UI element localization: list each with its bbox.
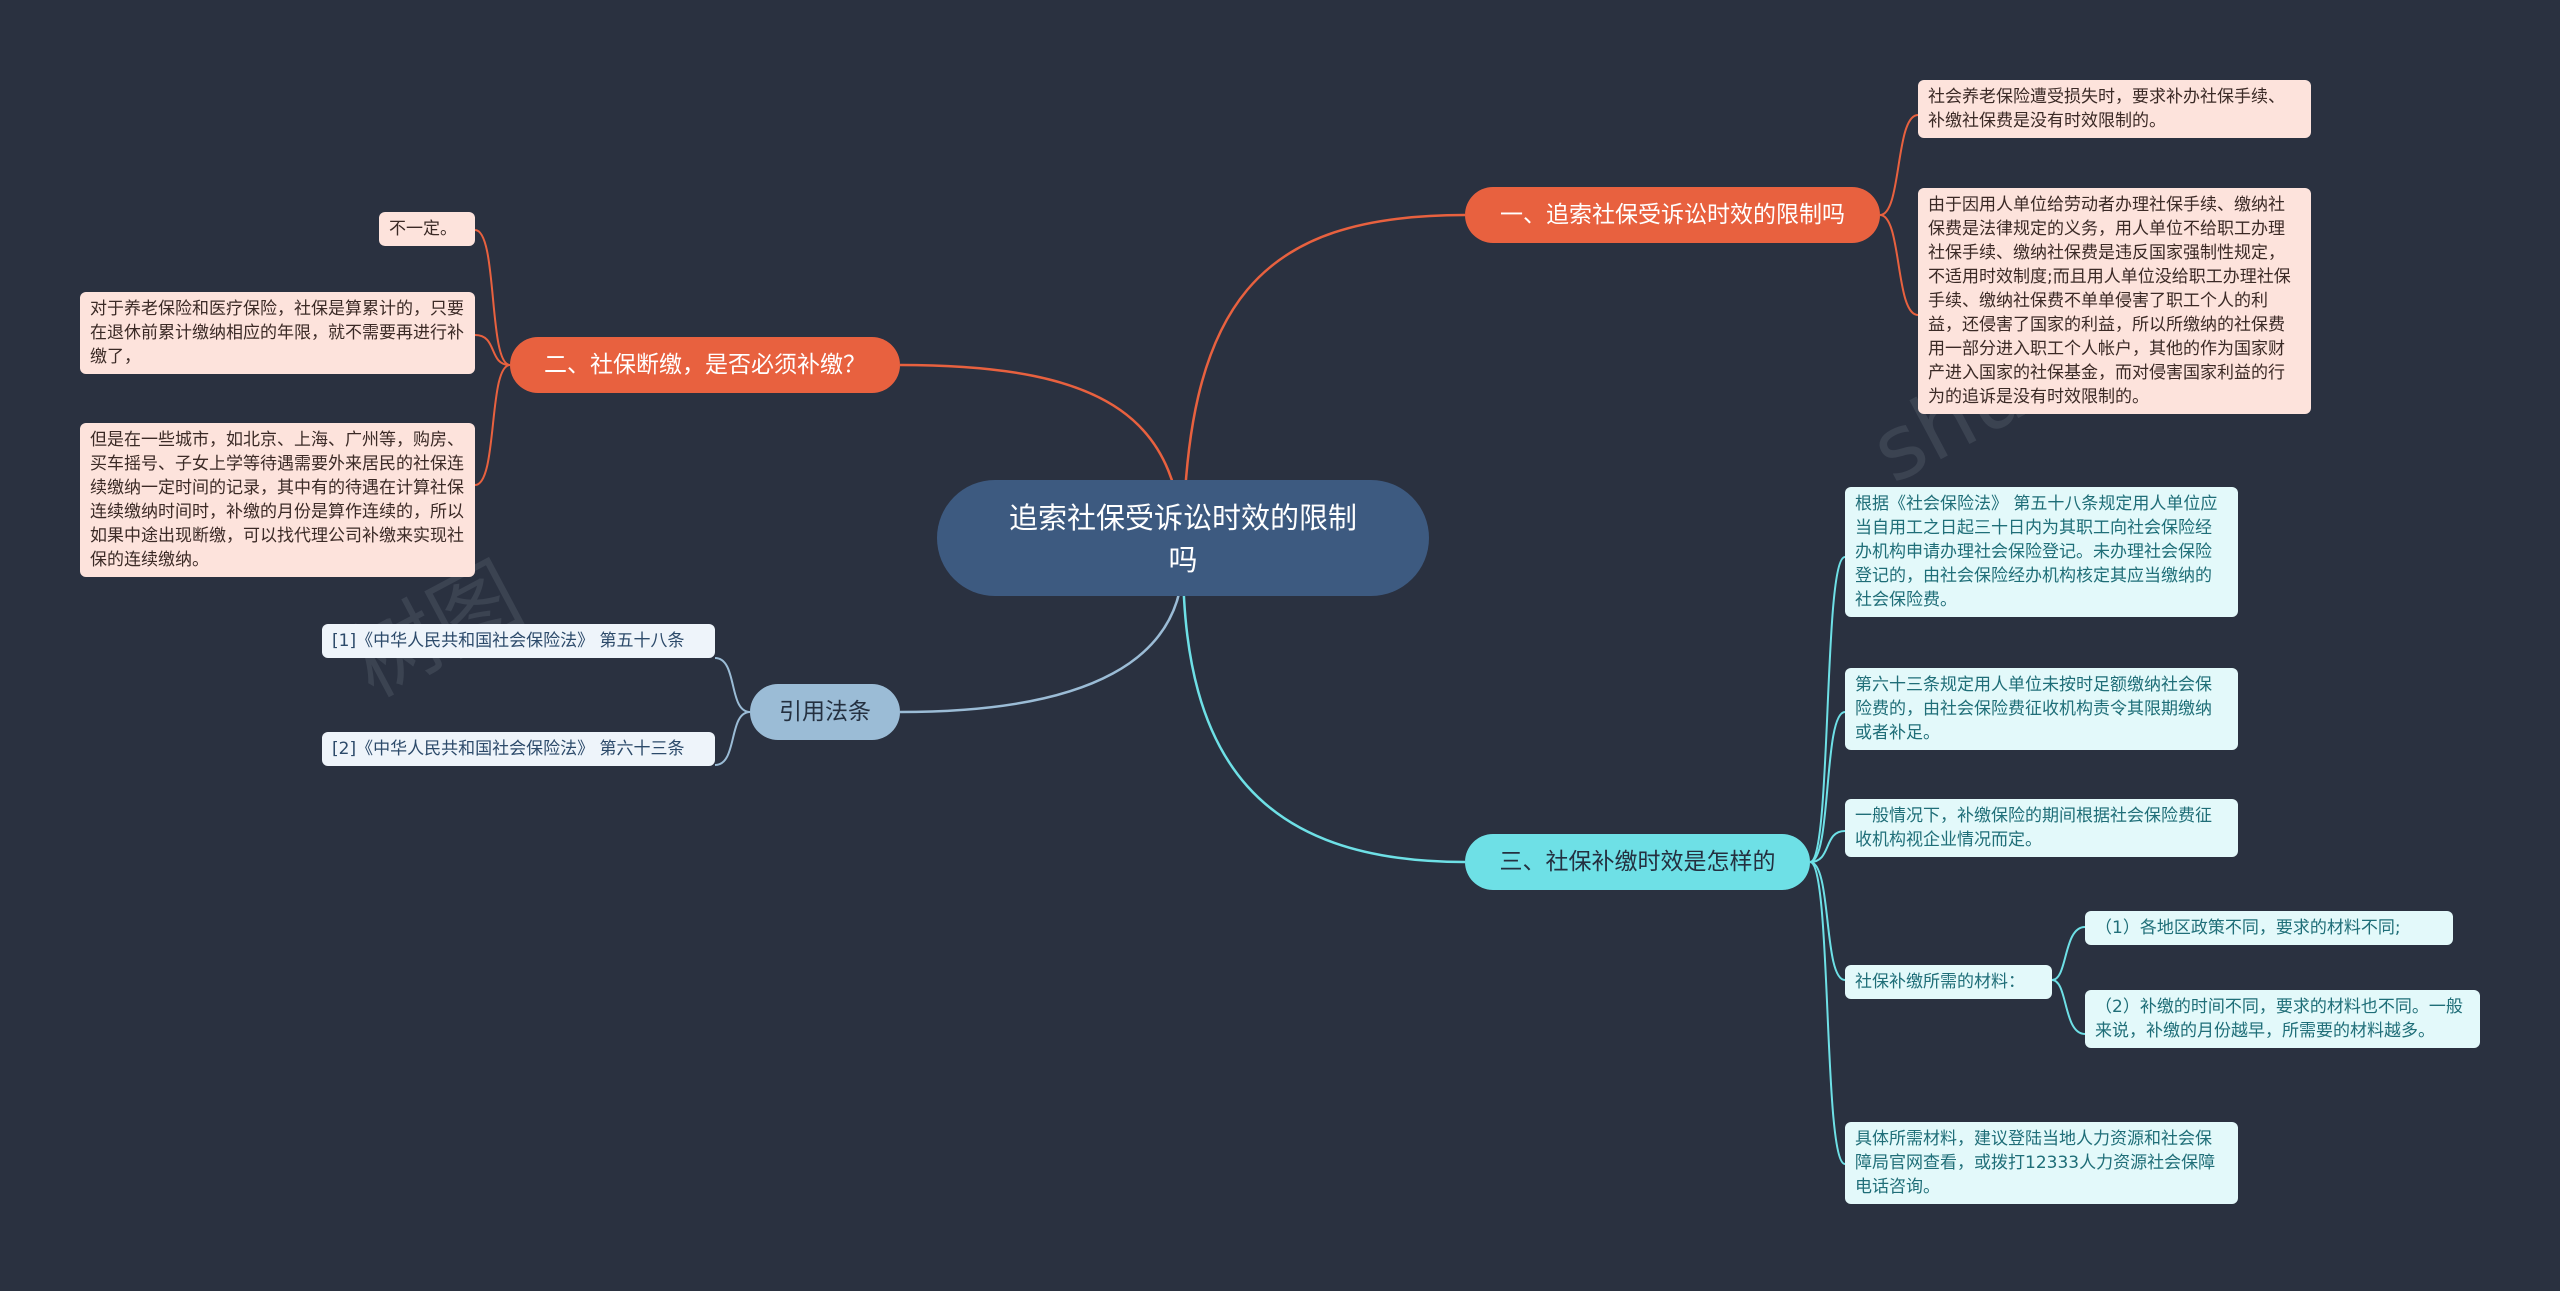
link-b1-leaf2 <box>1879 214 1919 316</box>
link-b2-leaf2 <box>474 334 511 366</box>
leaf-not-necessarily: 不一定。 <box>379 212 475 246</box>
link-b3-leaf2 <box>1809 711 1846 863</box>
link-b3-4-sub2 <box>2051 979 2086 1035</box>
leaf-law-article-58: [1]《中华人民共和国社会保险法》 第五十八条 <box>322 624 715 658</box>
branch-cited-law[interactable]: 引用法条 <box>750 684 900 740</box>
leaf-consult-official-site: 具体所需材料，建议登陆当地人力资源和社会保障局官网查看，或拨打12333人力资源… <box>1845 1122 2238 1204</box>
leaf-continuous-payment-cities: 但是在一些城市，如北京、上海、广州等，购房、买车摇号、子女上学等待遇需要外来居民… <box>80 423 475 577</box>
link-b3-leaf3 <box>1809 830 1846 863</box>
leaf-legal-obligation: 由于因用人单位给劳动者办理社保手续、缴纳社保费是法律规定的义务，用人单位不给职工… <box>1918 188 2311 414</box>
link-b1-leaf1 <box>1879 114 1919 216</box>
link-b3-leaf5 <box>1809 861 1846 1165</box>
leaf-article-58-registration: 根据《社会保险法》 第五十八条规定用人单位应当自用工之日起三十日内为其职工向社会… <box>1845 487 2238 617</box>
leaf-cumulative-years: 对于养老保险和医疗保险，社保是算累计的，只要在退休前累计缴纳相应的年限，就不需要… <box>80 292 475 374</box>
leaf-materials-by-time: （2）补缴的时间不同，要求的材料也不同。一般来说，补缴的月份越早，所需要的材料越… <box>2085 990 2480 1048</box>
leaf-required-materials: 社保补缴所需的材料： <box>1845 965 2052 999</box>
leaf-general-period: 一般情况下，补缴保险的期间根据社会保险费征收机构视企业情况而定。 <box>1845 799 2238 857</box>
leaf-law-article-63: [2]《中华人民共和国社会保险法》 第六十三条 <box>322 732 715 766</box>
link-root-b4 <box>899 559 1185 714</box>
link-b4-leaf1 <box>714 657 751 713</box>
link-b3-leaf1 <box>1809 556 1846 863</box>
link-b2-leaf1 <box>474 229 511 366</box>
leaf-materials-by-region: （1）各地区政策不同，要求的材料不同; <box>2085 911 2453 945</box>
link-b4-leaf2 <box>714 711 751 766</box>
link-b2-leaf3 <box>474 364 511 486</box>
leaf-article-63-payment: 第六十三条规定用人单位未按时足额缴纳社会保险费的，由社会保险费征收机构责令其限期… <box>1845 668 2238 750</box>
root-topic[interactable]: 追索社保受诉讼时效的限制吗 <box>937 480 1429 596</box>
leaf-no-time-limit: 社会养老保险遭受损失时，要求补办社保手续、补缴社保费是没有时效限制的。 <box>1918 80 2311 138</box>
branch-statute-limitation[interactable]: 一、追索社保受诉讼时效的限制吗 <box>1465 187 1880 243</box>
branch-back-payment-period[interactable]: 三、社保补缴时效是怎样的 <box>1465 834 1810 890</box>
link-root-b3 <box>1181 559 1466 864</box>
branch-social-security-interruption[interactable]: 二、社保断缴，是否必须补缴？ <box>510 337 900 393</box>
link-b3-4-sub1 <box>2051 926 2086 981</box>
link-b3-leaf4 <box>1809 861 1846 981</box>
link-root-b1 <box>1181 213 1466 561</box>
